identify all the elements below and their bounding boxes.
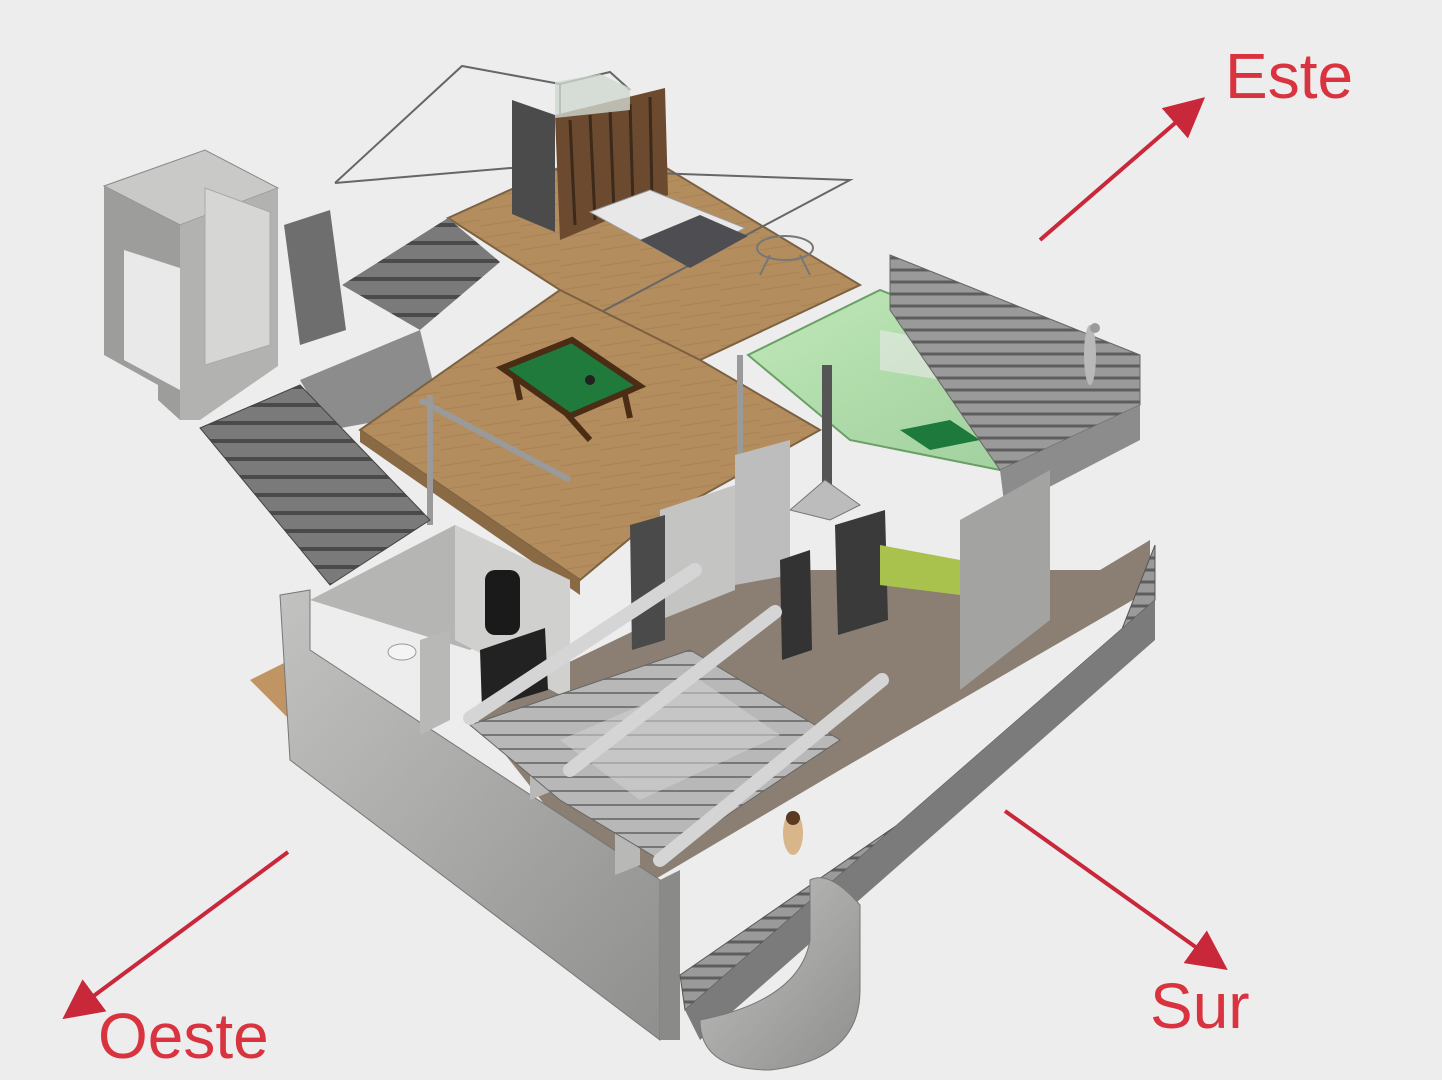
main-floor-deck (358, 288, 823, 595)
grated-deck (468, 649, 841, 861)
round-table (756, 235, 814, 276)
label-oeste: Oeste (98, 1000, 269, 1072)
round-cistern (699, 877, 861, 1071)
pool-table (495, 336, 647, 442)
interior-walls (630, 440, 1050, 690)
arrow-oeste (62, 850, 290, 1020)
roof-beams (463, 563, 889, 867)
arrow-este (1038, 97, 1206, 242)
bathroom-block (310, 525, 570, 710)
human-figures (783, 323, 1100, 855)
bed (588, 189, 748, 268)
entry-tower (102, 149, 346, 420)
arrow-sur (1003, 809, 1228, 970)
kitchen-hood (788, 365, 861, 521)
label-este: Este (1225, 40, 1354, 112)
direction-arrows (62, 97, 1228, 1020)
south-balcony (679, 544, 1156, 1040)
label-sur: Sur (1150, 970, 1250, 1042)
main-stair (199, 384, 431, 586)
